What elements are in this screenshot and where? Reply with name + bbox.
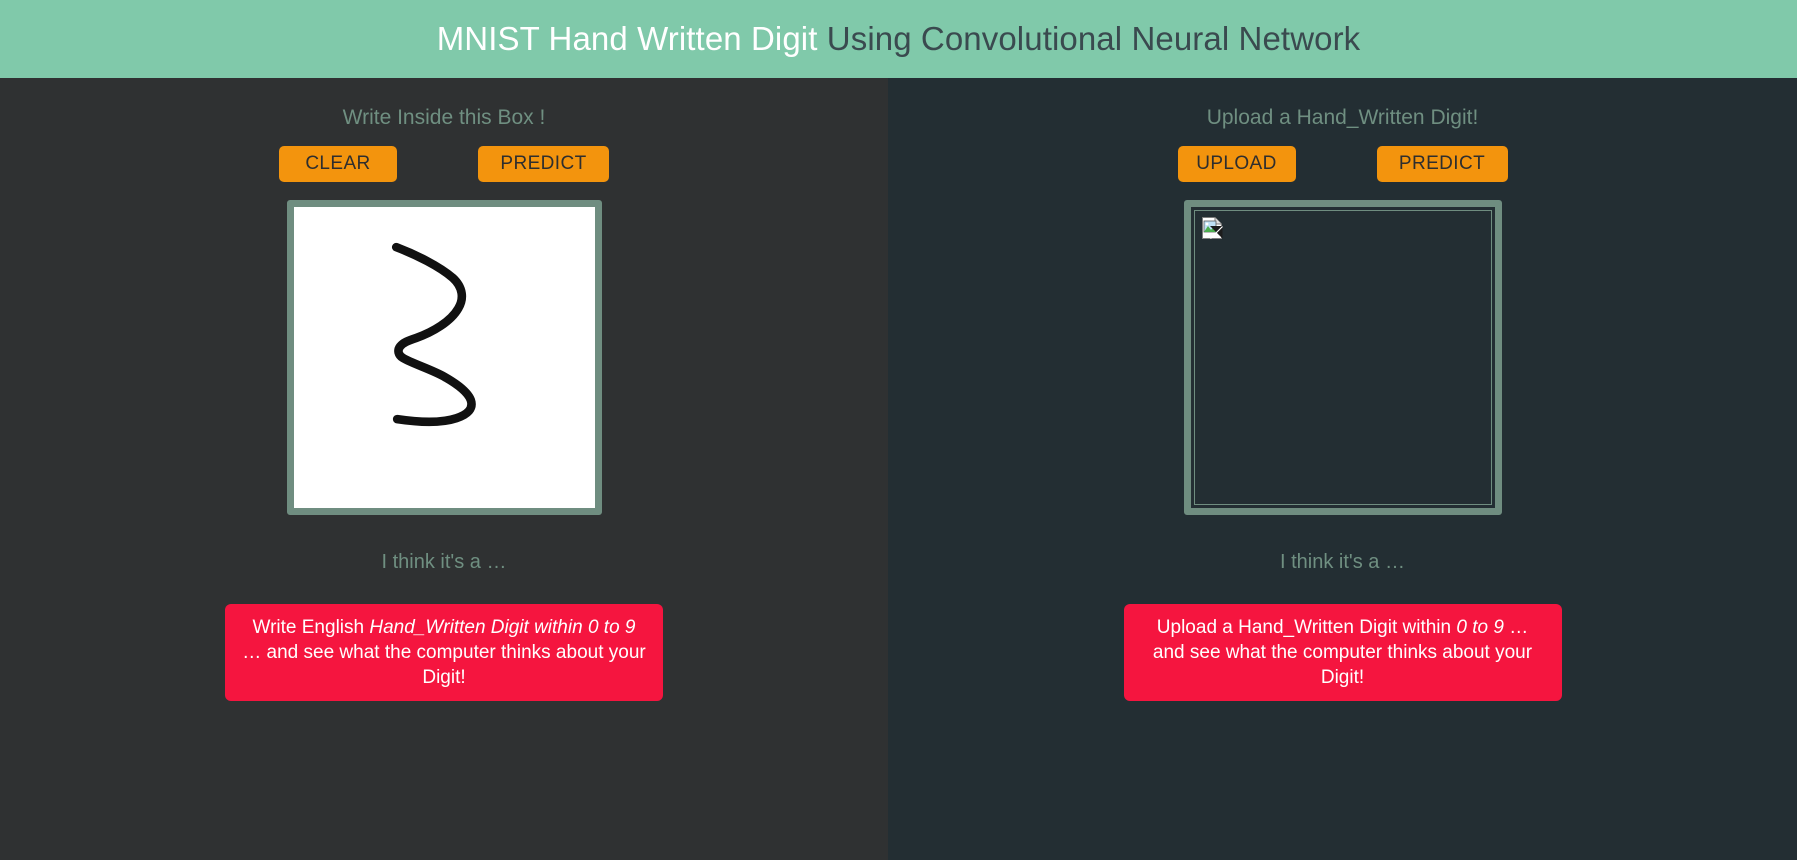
upload-alert-suffix: … and see what the computer thinks about… [1152, 617, 1533, 689]
page-body: Write Inside this Box ! CLEAR PREDICT I … [0, 78, 1797, 860]
upload-preview-box[interactable] [1183, 200, 1502, 515]
upload-alert-box: Upload a Hand_Written Digit within 0 to … [1123, 604, 1562, 702]
drawing-canvas[interactable] [286, 200, 602, 515]
page-title-rest: Using Convolutional Neural Network [817, 20, 1361, 57]
draw-alert-prefix: Write English [252, 617, 370, 638]
draw-alert-emphasis: Hand_Written Digit within 0 to 9 [369, 617, 636, 638]
upload-preview-inner [1193, 210, 1492, 505]
draw-panel-heading: Write Inside this Box ! [342, 106, 546, 129]
upload-button-row: UPLOAD PREDICT [1177, 146, 1508, 182]
upload-alert-prefix: Upload a Hand_Written Digit within [1156, 617, 1457, 638]
drawn-digit-3 [391, 242, 476, 427]
draw-alert-box: Write English Hand_Written Digit within … [225, 604, 663, 702]
clear-button[interactable]: CLEAR [279, 146, 397, 182]
draw-button-row: CLEAR PREDICT [279, 146, 609, 182]
draw-panel: Write Inside this Box ! CLEAR PREDICT I … [0, 78, 888, 860]
page-title-strong: MNIST Hand Written Digit [436, 20, 818, 57]
upload-result-text: I think it's a … [1280, 551, 1405, 573]
draw-result-text: I think it's a … [381, 551, 507, 573]
predict-button-draw[interactable]: PREDICT [478, 146, 609, 182]
draw-alert-suffix: … and see what the computer thinks about… [242, 642, 646, 689]
app-header: MNIST Hand Written Digit Using Convoluti… [0, 0, 1797, 78]
predict-button-upload[interactable]: PREDICT [1376, 146, 1508, 182]
upload-panel: Upload a Hand_Written Digit! UPLOAD PRED… [888, 78, 1797, 860]
upload-panel-heading: Upload a Hand_Written Digit! [1206, 106, 1479, 129]
broken-image-icon [1201, 217, 1223, 239]
upload-button[interactable]: UPLOAD [1177, 146, 1296, 182]
page-title: MNIST Hand Written Digit Using Convoluti… [437, 20, 1361, 58]
upload-alert-emphasis: 0 to 9 [1456, 617, 1504, 638]
